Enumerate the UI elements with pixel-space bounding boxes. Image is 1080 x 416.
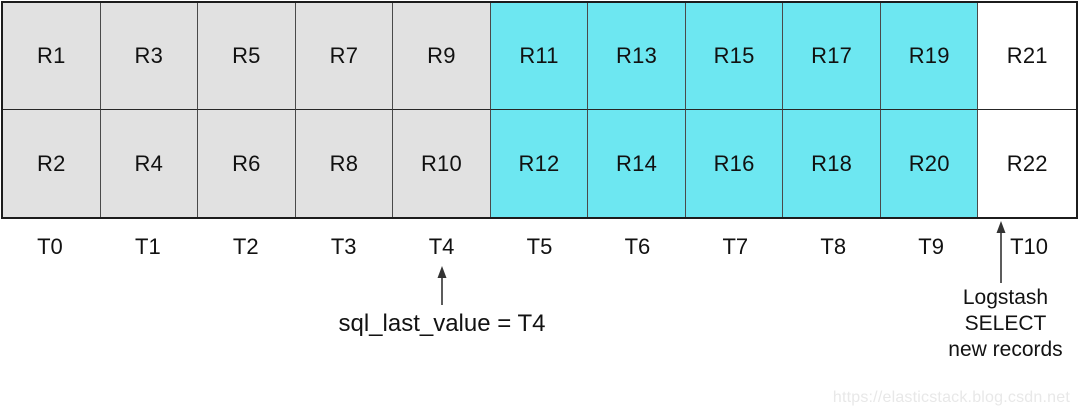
record-cell: R6 [198,110,296,217]
record-cell: R15 [685,3,784,110]
record-cell: R4 [100,110,199,217]
record-cell: R1 [3,3,101,110]
record-cell: R10 [393,110,491,217]
logstash-select-label-line2: SELECT [964,312,1047,335]
record-cell: R22 [978,110,1076,217]
logstash-select-label-line1: Logstash [962,286,1049,309]
logstash-select-label: Logstash SELECT new records [918,285,1080,363]
watermark: https://elasticstack.blog.csdn.net [832,389,1070,406]
timeline-label: T7 [722,234,749,259]
record-cell: R20 [880,110,979,217]
record-cell: R8 [295,110,394,217]
record-cell: R7 [295,3,394,110]
record-cell: R21 [978,3,1076,110]
record-cell: R13 [588,3,686,110]
record-cell: R3 [100,3,199,110]
record-cell: R16 [685,110,784,217]
timeline-label: T10 [1010,234,1048,259]
record-cell: R18 [783,110,881,217]
timeline-label: T9 [918,234,944,259]
record-cell: R11 [490,3,589,110]
timeline-label: T2 [232,234,259,259]
logstash-select-arrow-icon [996,221,1006,283]
record-cell: R12 [490,110,589,217]
timeline-label: T6 [624,234,651,259]
sql-last-value-label: sql_last_value = T4 [338,310,546,337]
record-cell: R9 [393,3,491,110]
timeline-label: T4 [428,234,455,259]
timeline-label: T3 [330,234,357,259]
timeline-labels: T0 T1 T2 T3 T4 T5 T6 T7 T8 T9 T10 [1,234,1078,260]
sql-last-value-arrow-icon [437,266,447,305]
record-cell: R2 [3,110,101,217]
record-cell: R19 [880,3,979,110]
record-cell: R14 [588,110,686,217]
timeline-label: T5 [526,234,553,259]
logstash-select-label-line3: new records [948,338,1063,361]
timeline-label: T0 [37,234,63,259]
record-cell: R17 [783,3,881,110]
timeline-label: T1 [135,234,161,259]
timeline-label: T8 [820,234,847,259]
record-cell: R5 [198,3,296,110]
